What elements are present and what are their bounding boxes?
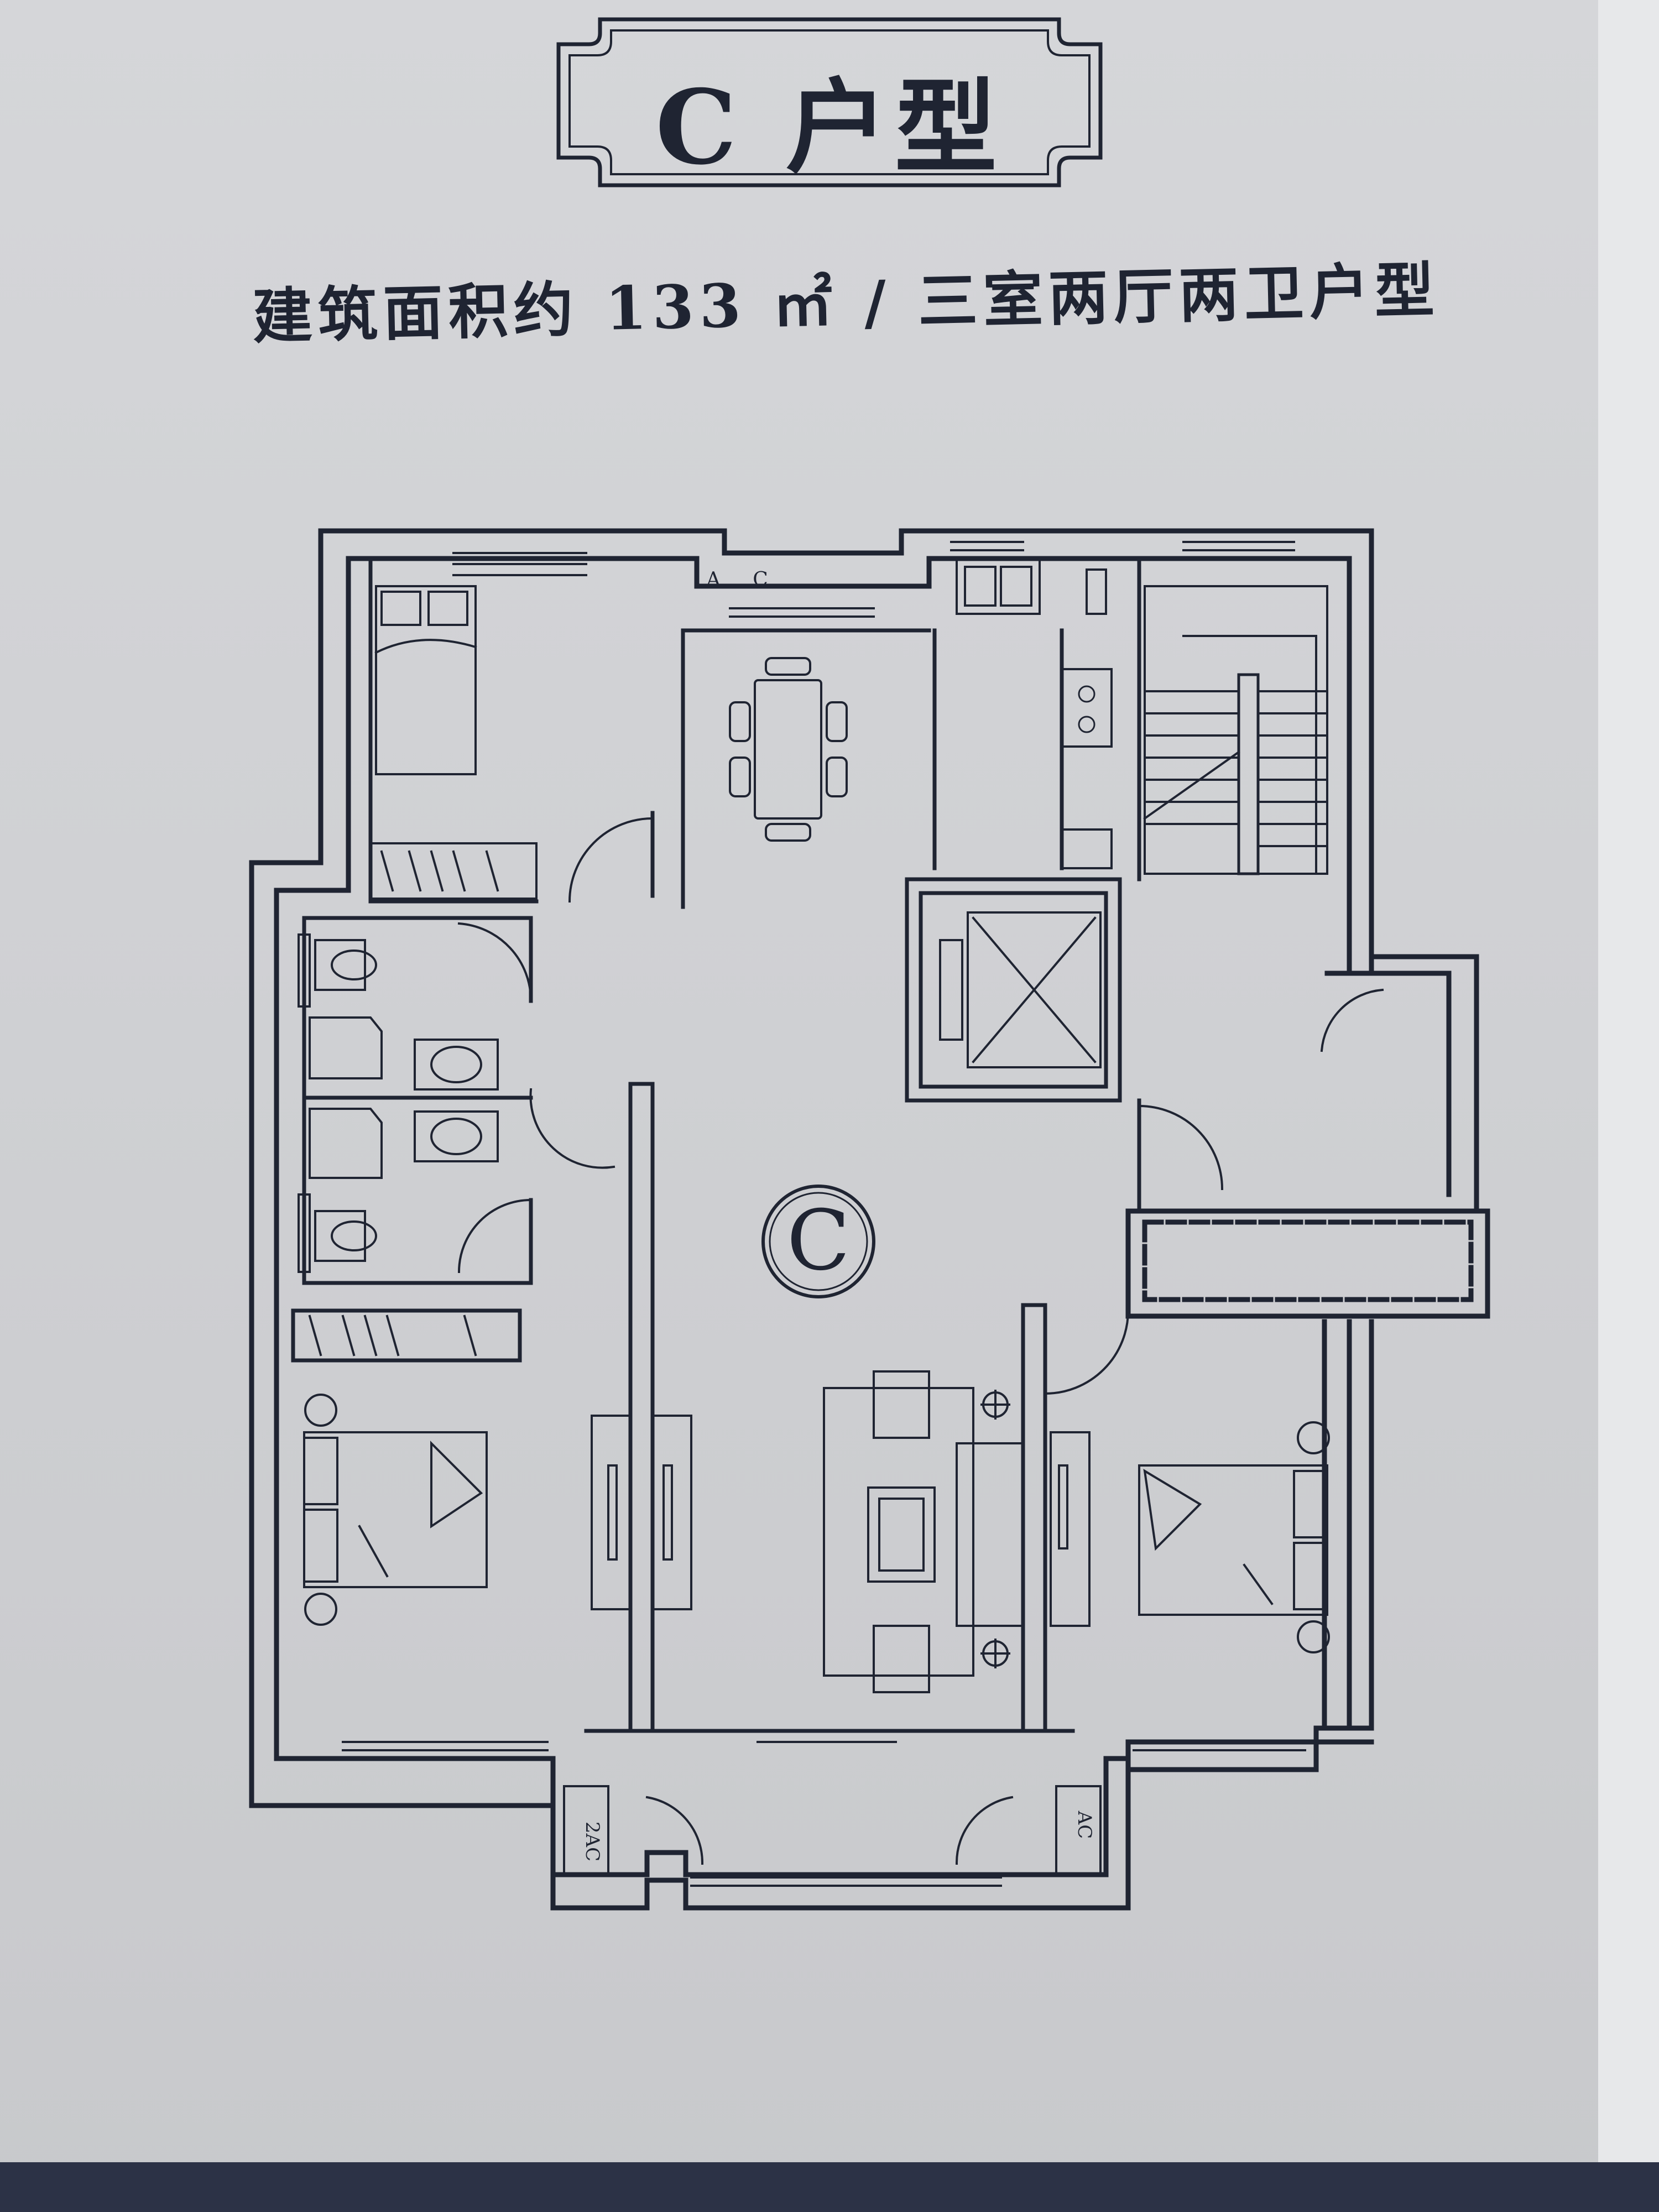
living-room-sofa-set [823,1370,1024,1693]
ac-unit-left [563,1785,609,1876]
ac-tag-right: AC [1073,1811,1095,1839]
tv-cabinet-left [591,1415,632,1610]
ac-tag-left: 2AC [581,1822,603,1861]
bed-top-left [374,585,477,775]
wardrobe-right-room [1050,1431,1091,1627]
ac-tag-top-right: C [753,568,768,591]
staircase [1143,585,1328,875]
outer-walls [249,528,1490,1911]
elevator-shaft [939,911,1102,1068]
unit-marker-inner-circle [769,1192,868,1291]
sheet-edge [1598,0,1659,2212]
plan-title: C 户型 [655,67,1004,187]
wardrobe-top-left [369,842,538,900]
ac-unit-right [1055,1785,1102,1876]
bed-right-room [1138,1464,1328,1616]
unit-marker-circle [761,1185,875,1298]
kitchen-counter [956,557,1113,869]
windows [298,541,1306,1887]
bottom-band [0,2162,1659,2212]
dining-table [729,657,848,842]
bathroom-fixtures [309,939,499,1262]
ac-tag-top: A [706,568,721,591]
stove-icon [1078,685,1095,733]
interior-walls [291,556,1141,1733]
unit-marker-label: C [787,1193,851,1289]
tv-cabinet-right [651,1415,692,1610]
nightstands-right [1297,1421,1330,1653]
door-swings [457,817,1384,1865]
nightstands-left [304,1394,337,1626]
wardrobe-left-room [308,1314,477,1357]
bed-left-room [303,1431,488,1588]
